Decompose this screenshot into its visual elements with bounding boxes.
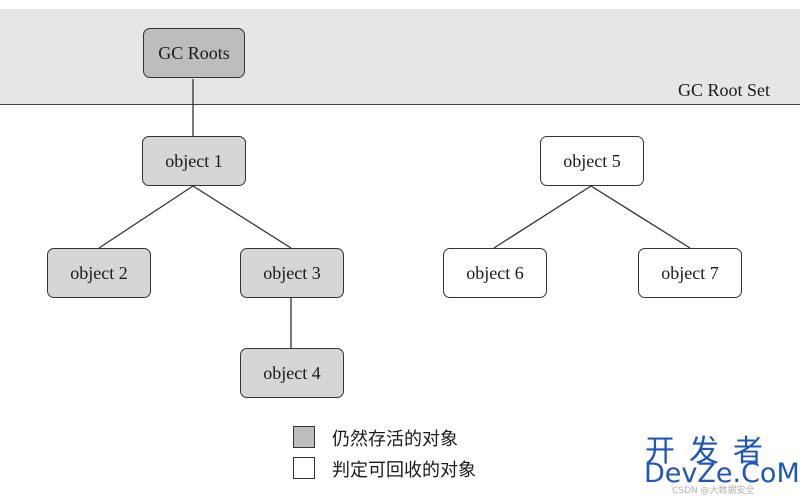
legend-alive-label: 仍然存活的对象 <box>332 429 458 450</box>
object-6-label: object 6 <box>466 262 524 283</box>
gc-roots-label: GC Roots <box>158 42 230 63</box>
object-7-node: object 7 <box>638 248 742 298</box>
edge-object1-object3 <box>192 185 292 249</box>
object-2-label: object 2 <box>70 262 128 283</box>
edge-object5-object6 <box>493 185 592 249</box>
legend-collectable-swatch <box>293 457 315 479</box>
edge-object1-object2 <box>98 185 194 249</box>
legend-alive-swatch <box>293 426 315 448</box>
edge-object5-object7 <box>590 185 691 249</box>
watermark-domain: DevZe.CoM <box>644 458 800 489</box>
object-7-label: object 7 <box>661 262 719 283</box>
object-5-node: object 5 <box>540 136 644 186</box>
object-3-node: object 3 <box>240 248 344 298</box>
legend-collectable-label: 判定可回收的对象 <box>332 460 476 481</box>
gc-root-set-label: GC Root Set <box>677 80 770 100</box>
watermark-credit: CSDN @大数据安全 <box>672 486 755 496</box>
gc-root-set-region <box>0 9 800 105</box>
object-2-node: object 2 <box>47 248 151 298</box>
object-4-node: object 4 <box>240 348 344 398</box>
object-6-node: object 6 <box>443 248 547 298</box>
gc-roots-node: GC Roots <box>143 28 245 78</box>
object-4-label: object 4 <box>263 362 321 383</box>
watermark-title: 开发者 <box>645 434 777 469</box>
object-1-node: object 1 <box>142 136 246 186</box>
object-3-label: object 3 <box>263 262 321 283</box>
object-1-label: object 1 <box>165 150 223 171</box>
object-5-label: object 5 <box>563 150 621 171</box>
